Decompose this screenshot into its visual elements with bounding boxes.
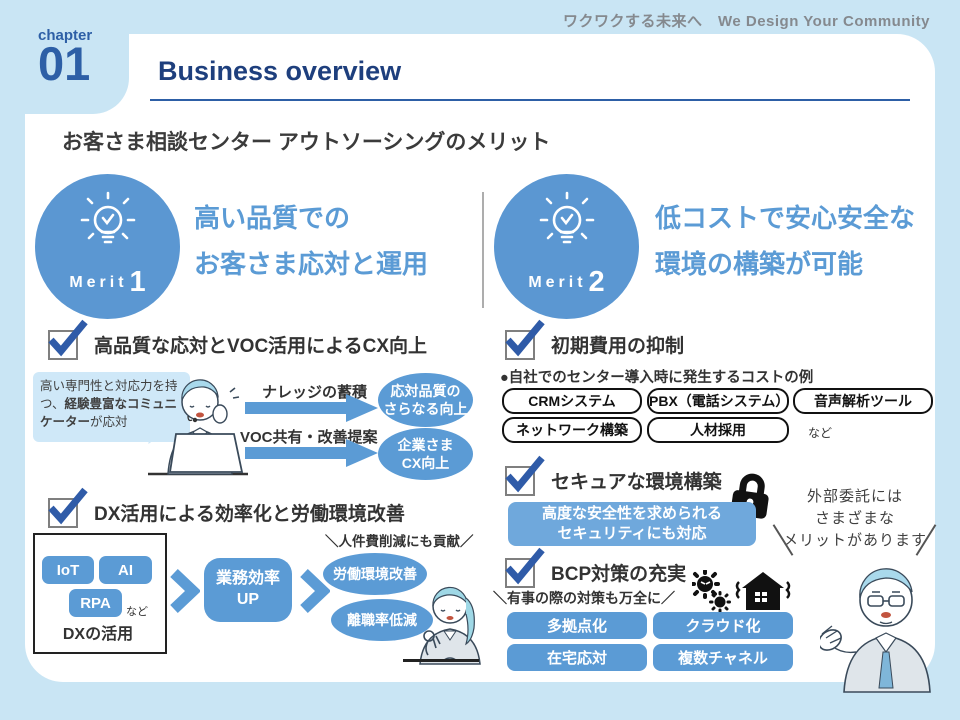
chapter-number: 01 [38,37,91,90]
chapter-badge: chapter 01 [25,0,129,114]
chapter-word: chapter [38,27,93,44]
desk-line [403,659,479,662]
arrow-right-icon [245,439,378,467]
chevron-right-icon [170,569,200,613]
merit2-point1-heading-row: 初期費用の抑制 [505,319,925,362]
dx-result2-oval: 離職率低減 [331,599,433,641]
dx-item-iot: IoT [42,556,94,584]
checkmark-icon [48,319,88,357]
dx-item-rpa: RPA [69,589,122,617]
cost-item: PBX（電話システム） [647,388,789,414]
flow2-label: VOC共有・改善提案 [240,429,378,446]
merit2-point3-heading-row: BCP対策の充実 [505,547,805,590]
column-divider [482,192,484,308]
dx-caption: DXの活用 [62,626,134,643]
bcp-note: ＼有事の際の対策も万全に／ [493,590,675,606]
merit2-point2-heading-row: セキュアな環境構築 [505,455,925,498]
slide-subtitle: お客さま相談センター アウトソーシングのメリット [62,131,551,154]
bcp-measure: 多拠点化 [507,612,647,639]
merit2-title: 低コストで安心安全な 環境の構築が可能 [655,203,916,279]
lightbulb-icon [80,191,135,244]
virus-icon [692,570,731,613]
flow1-label: ナレッジの蓄積 [262,384,368,401]
merit1-title: 高い品質での お客さま応対と運用 [194,203,429,279]
bcp-measure: クラウド化 [653,612,793,639]
cost-subheading: ●自社でのセンター導入時に発生するコストの例 [500,370,814,386]
merit2-label: Merit2 [528,266,605,298]
checkmark-icon [48,487,88,525]
checkmark-icon [505,455,545,493]
merit1-point2-heading-row: DX活用による効率化と労働環境改善 [48,487,468,530]
cost-item: 音声解析ツール [793,388,933,414]
title-underline [150,99,910,101]
operator-speech-bubble: 高い専門性と対応力を持つ、経験豊富なコミュニケーターが応対 [33,372,190,442]
secure-feature-box: 高度な安全性を求められる セキュリティにも対応 [508,502,756,546]
dx-result1-oval: 労働環境改善 [323,553,427,595]
dx-item-ai: AI [99,556,152,584]
checkmark-icon [505,319,545,357]
dx-etc-label: など [126,606,148,618]
lightbulb-icon [539,191,594,244]
cost-item: CRMシステム [502,388,642,414]
cost-etc-label: など [808,426,833,440]
cost-item: ネットワーク構築 [502,417,642,443]
dx-note: ＼人件費削減にも貢献／ [325,534,474,549]
bcp-measure: 在宅応対 [507,644,647,671]
shaking-house-icon [735,572,791,610]
flow1-result-oval: 応対品質の さらなる向上 [378,373,473,427]
arrow-right-icon [245,394,378,422]
merit1-badge: Merit1 [35,174,180,319]
ok-sign-woman-illustration [419,586,481,665]
cost-item: 人材採用 [647,417,789,443]
bcp-measure: 複数チャネル [653,644,793,671]
checkmark-icon [505,547,545,585]
merit2-badge: Merit2 [494,174,639,319]
chevron-right-icon [300,569,330,613]
process-box: 業務効率 UP [204,558,292,622]
outsourcing-callout: 外部委託には さまざまな メリットがあります [782,488,927,549]
page-title: Business overview [158,56,402,86]
virus-and-house-icons [692,570,791,613]
merit1-label: Merit1 [69,266,146,298]
merit1-point1-heading-row: 高品質な応対とVOC活用によるCX向上 [48,319,468,362]
company-tagline: ワクワクする未来へ We Design Your Community [562,13,930,30]
operator-illustration [148,379,248,476]
flow2-result-oval: 企業さま CX向上 [378,428,473,480]
presenter-man-illustration [820,568,931,693]
